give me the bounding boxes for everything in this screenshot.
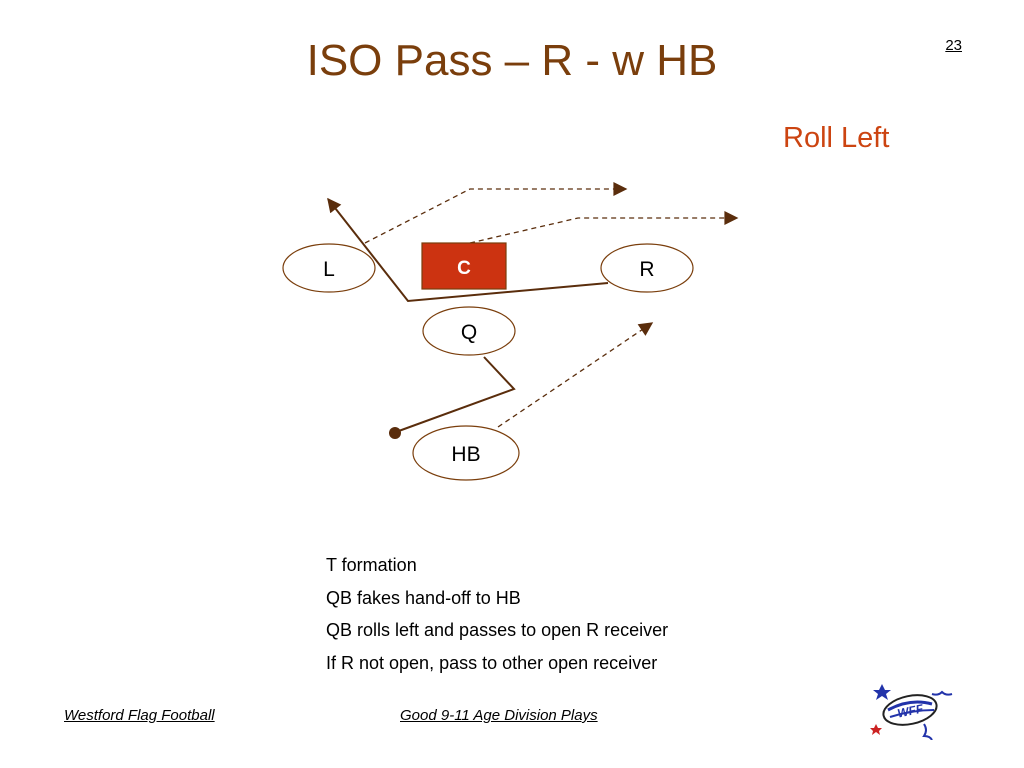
page-number: 23 (945, 37, 962, 54)
star-icon (873, 684, 891, 700)
pass-route-to-right-receiver (497, 322, 654, 428)
wff-football-logo: WFF (870, 684, 953, 740)
play-notes-list: T formation QB fakes hand-off to HB QB r… (326, 552, 668, 682)
player-center: C (421, 242, 507, 290)
player-quarterback-label: Q (461, 321, 477, 344)
footer-organization: Westford Flag Football (64, 707, 215, 724)
player-right-end: R (600, 243, 694, 293)
play-note: QB rolls left and passes to open R recei… (326, 620, 669, 640)
player-halfback-label: HB (451, 443, 480, 466)
quarterback-rollout-route (327, 197, 609, 303)
play-note: QB fakes hand-off to HB (326, 587, 521, 608)
player-halfback: HB (412, 425, 520, 481)
slide-title: ISO Pass – R - w HB (306, 36, 718, 85)
play-direction-label: Roll Left (783, 122, 890, 154)
player-right-label: R (639, 258, 654, 281)
play-note: T formation (326, 555, 417, 575)
player-left-end: L (282, 243, 376, 293)
halfback-fake-route (395, 356, 516, 433)
play-note: If R not open, pass to other open receiv… (326, 652, 658, 673)
left-receiver-route (364, 182, 628, 244)
handoff-point-dot (389, 427, 401, 439)
center-route (469, 211, 739, 244)
player-quarterback: Q (422, 306, 516, 356)
footer-deck-title: Good 9-11 Age Division Plays (400, 707, 598, 724)
logo-text: WFF (896, 701, 925, 720)
player-center-label: C (457, 258, 471, 279)
player-left-label: L (323, 258, 335, 281)
star-icon (870, 724, 882, 735)
